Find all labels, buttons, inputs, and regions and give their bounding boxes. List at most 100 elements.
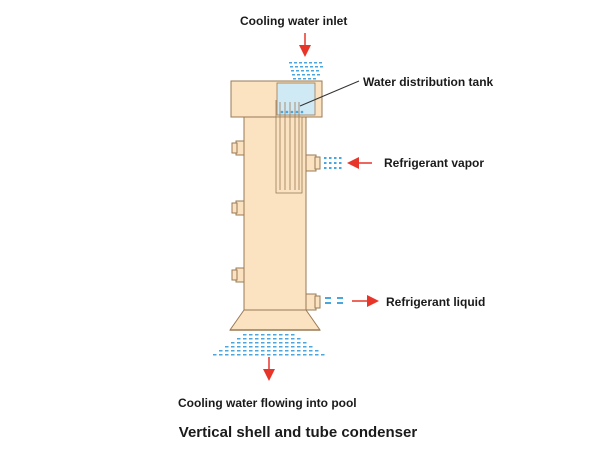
water-droplet [231, 354, 235, 356]
water-droplet [329, 167, 332, 169]
water-droplet [243, 350, 247, 352]
water-droplet [243, 342, 247, 344]
water-droplet [261, 338, 265, 340]
water-droplet [291, 350, 295, 352]
water-droplet [300, 66, 303, 68]
water-droplet [255, 350, 259, 352]
water-droplet [309, 346, 313, 348]
water-droplet [303, 342, 307, 344]
water-droplet [291, 70, 294, 72]
water-droplet [261, 350, 265, 352]
water-droplet [279, 334, 283, 336]
water-droplet [237, 338, 241, 340]
water-droplet [315, 350, 319, 352]
water-droplet [231, 342, 235, 344]
condenser-base [229, 309, 321, 331]
tank-leader-line [299, 80, 360, 107]
water-droplet [273, 354, 277, 356]
water-droplet [225, 346, 229, 348]
water-droplet [237, 354, 241, 356]
water-droplet [279, 342, 283, 344]
tube-bundle [275, 100, 303, 194]
inlet-water-spray [289, 62, 323, 80]
water-droplet [334, 167, 337, 169]
water-droplet [231, 350, 235, 352]
water-droplet [243, 354, 247, 356]
water-droplet [279, 346, 283, 348]
water-droplet [293, 78, 296, 80]
water-droplet [319, 62, 322, 64]
water-droplet [308, 78, 311, 80]
water-droplet [243, 346, 247, 348]
water-droplet [309, 354, 313, 356]
water-droplet [285, 338, 289, 340]
tube-ends [280, 110, 304, 114]
water-droplet [249, 346, 253, 348]
water-droplet [273, 334, 277, 336]
water-droplet [297, 342, 301, 344]
water-droplet [339, 162, 342, 164]
water-droplet [314, 62, 317, 64]
water-droplet [255, 334, 259, 336]
water-droplet [307, 74, 310, 76]
water-droplet [279, 338, 283, 340]
water-droplet [243, 338, 247, 340]
water-droplet [255, 346, 259, 348]
water-droplet [339, 167, 342, 169]
water-droplet [237, 350, 241, 352]
water-droplet [329, 162, 332, 164]
water-droplet [255, 354, 259, 356]
water-droplet [249, 338, 253, 340]
water-droplet [306, 70, 309, 72]
water-droplet [294, 62, 297, 64]
water-droplet [255, 338, 259, 340]
water-droplet [225, 354, 229, 356]
water-droplet [316, 70, 319, 72]
water-droplet [273, 350, 277, 352]
water-droplet [302, 74, 305, 76]
water-droplet [285, 342, 289, 344]
diagram-caption: Vertical shell and tube condenser [178, 424, 418, 441]
water-droplet [312, 74, 315, 76]
water-droplet [321, 354, 325, 356]
water-droplet [291, 342, 295, 344]
water-droplet [303, 78, 306, 80]
water-droplet [279, 350, 283, 352]
water-droplet [296, 70, 299, 72]
water-droplet [249, 342, 253, 344]
water-droplet [285, 350, 289, 352]
water-droplet [329, 157, 332, 159]
water-droplet [299, 62, 302, 64]
water-droplet [297, 350, 301, 352]
water-droplet [267, 346, 271, 348]
water-droplet [267, 334, 271, 336]
water-droplet [295, 66, 298, 68]
water-droplet [267, 338, 271, 340]
water-droplet [297, 354, 301, 356]
water-droplet [289, 62, 292, 64]
water-droplet [310, 66, 313, 68]
water-droplet [303, 350, 307, 352]
water-droplet [285, 334, 289, 336]
water-droplet [255, 342, 259, 344]
water-droplet [237, 342, 241, 344]
water-droplet [273, 346, 277, 348]
water-droplet [285, 354, 289, 356]
liquid-dashes [325, 297, 343, 304]
water-droplet [303, 354, 307, 356]
water-droplet [324, 157, 327, 159]
water-droplet [290, 66, 293, 68]
water-droplet [309, 350, 313, 352]
water-droplet [339, 157, 342, 159]
refrigerant-liquid-label: Refrigerant liquid [386, 295, 486, 309]
right-nozzles [305, 154, 321, 311]
water-droplet [305, 66, 308, 68]
water-droplet [291, 354, 295, 356]
water-droplet [219, 354, 223, 356]
water-droplet [291, 334, 295, 336]
water-droplet [249, 350, 253, 352]
water-droplet [285, 346, 289, 348]
water-droplet [297, 74, 300, 76]
